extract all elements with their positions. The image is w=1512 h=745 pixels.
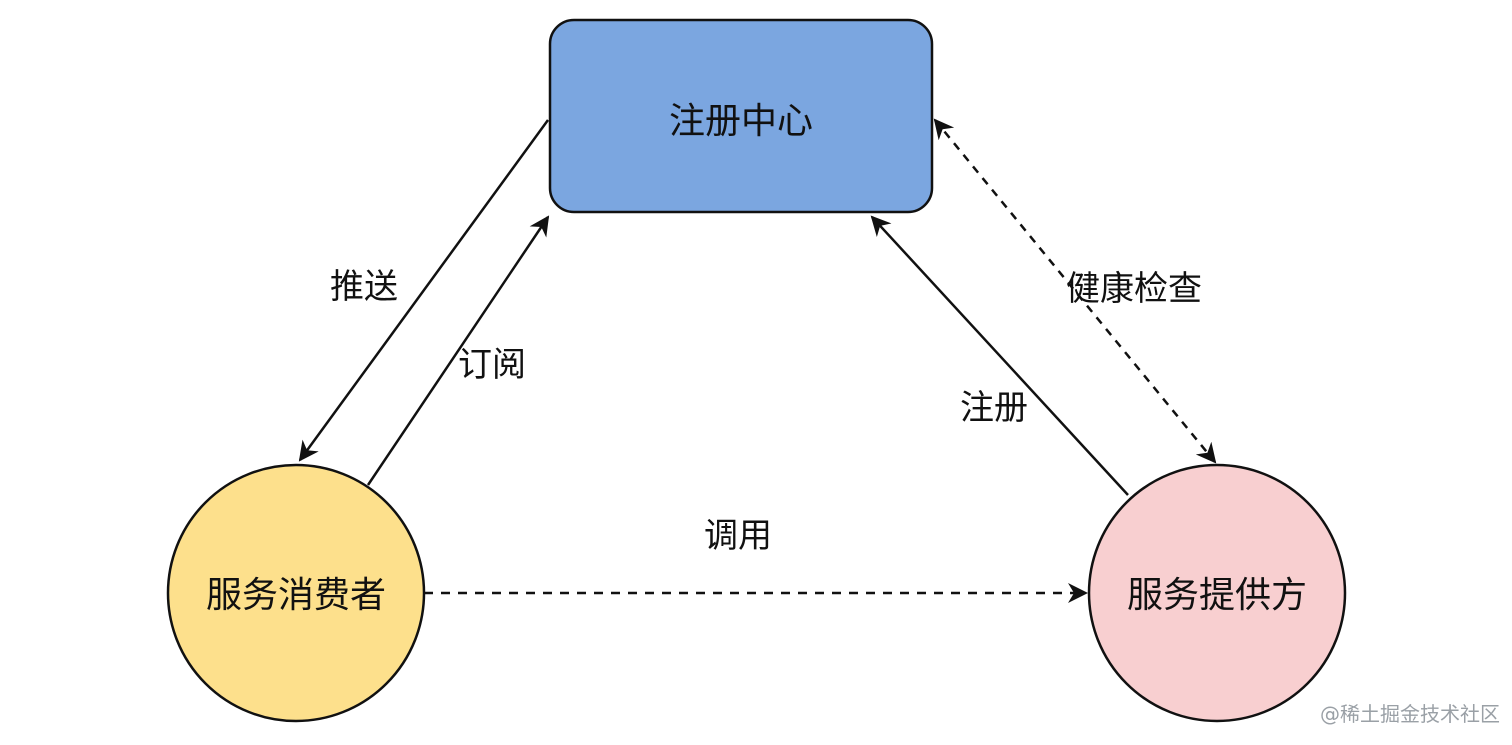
register-arrow	[870, 215, 1129, 496]
health-check-label: 健康检查	[1066, 269, 1202, 309]
register-label: 注册	[960, 388, 1028, 428]
subscribe-arrow	[366, 215, 550, 486]
provider-node	[1087, 463, 1347, 723]
push-label: 推送	[330, 267, 398, 307]
registry-node	[548, 18, 934, 214]
subscribe-label: 订阅	[458, 345, 526, 385]
registry-label: 注册中心	[669, 101, 813, 142]
invoke-label: 调用	[704, 516, 772, 556]
watermark: @稀土掘金技术社区	[1320, 702, 1500, 726]
consumer-label: 服务消费者	[206, 575, 386, 616]
push-arrow	[298, 119, 550, 462]
provider-label: 服务提供方	[1127, 575, 1307, 616]
